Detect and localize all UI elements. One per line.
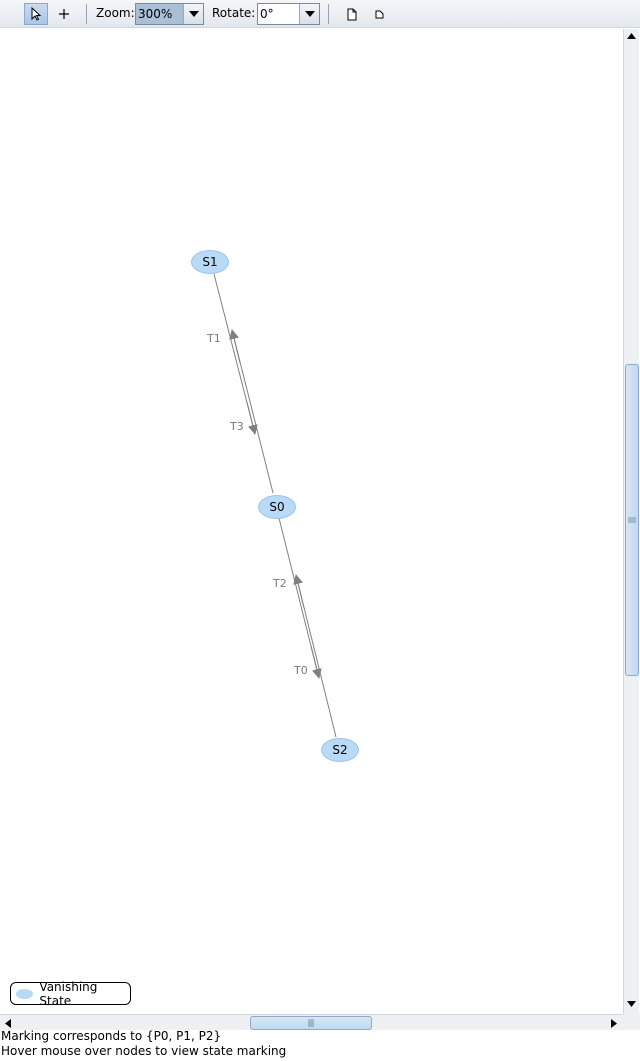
small-page-icon	[375, 10, 383, 19]
toolbar: Zoom: 300% Rotate: 0°	[0, 0, 640, 28]
edge-label-t2: T2	[273, 577, 287, 590]
edge-t1-arrow	[229, 329, 241, 364]
chevron-down-icon	[304, 11, 315, 17]
status-marking-text: Marking corresponds to {P0, P1, P2}	[1, 1029, 222, 1043]
zoom-combobox[interactable]: 300%	[135, 3, 204, 25]
zoom-label: Zoom:	[96, 6, 135, 20]
legend: Vanishing State	[10, 979, 131, 1008]
legend-label: Vanishing State	[39, 979, 98, 1008]
edge-label-t3: T3	[230, 420, 244, 433]
state-node-s1[interactable]: S1	[191, 250, 229, 274]
pointer-arrow-icon	[31, 7, 42, 21]
toolbar-separator	[328, 4, 329, 24]
chevron-up-icon	[627, 33, 636, 39]
edges-layer	[213, 273, 337, 738]
state-node-label: S2	[332, 743, 348, 757]
scroll-up-button[interactable]	[624, 29, 639, 43]
edge-t3-arrow	[246, 401, 258, 435]
chevron-down-icon	[188, 11, 199, 17]
edge-t0-arrow	[310, 645, 322, 679]
state-node-s0[interactable]: S0	[258, 495, 296, 519]
horizontal-scrollbar[interactable]	[0, 1014, 623, 1030]
scroll-down-button[interactable]	[624, 997, 639, 1011]
vanishing-state-swatch-icon	[16, 988, 34, 999]
zoom-dropdown-button[interactable]	[183, 4, 203, 24]
vertical-scrollbar[interactable]	[623, 29, 639, 1014]
rotate-combobox[interactable]: 0°	[257, 3, 320, 25]
state-node-s2[interactable]: S2	[321, 738, 359, 762]
chevron-left-icon	[4, 1018, 11, 1028]
select-tool-button[interactable]	[24, 3, 48, 25]
edge-t2-arrow	[293, 574, 305, 609]
scroll-right-button[interactable]	[606, 1016, 621, 1030]
edge-label-t1: T1	[207, 332, 221, 345]
status-hint-text: Hover mouse over nodes to view state mar…	[1, 1044, 287, 1058]
toolbar-separator	[86, 4, 87, 24]
state-node-label: S0	[269, 500, 285, 514]
zoom-value[interactable]: 300%	[136, 4, 183, 24]
chevron-down-icon	[627, 1001, 636, 1007]
scrollbar-corner	[623, 1014, 640, 1030]
export-small-button[interactable]	[367, 3, 391, 25]
graph-canvas[interactable]: T1 T3 T2 T0 S1 S0 S2 Vanishing State	[0, 29, 623, 1014]
add-tool-button[interactable]	[52, 3, 76, 25]
scroll-left-button[interactable]	[0, 1016, 15, 1030]
vertical-scroll-thumb[interactable]	[625, 364, 639, 676]
state-node-label: S1	[202, 255, 218, 269]
grip-icon	[308, 1019, 314, 1027]
export-button[interactable]	[340, 3, 364, 25]
page-icon	[347, 8, 357, 20]
grip-icon	[628, 517, 636, 523]
rotate-label: Rotate:	[212, 6, 256, 20]
plus-icon	[59, 9, 69, 19]
rotate-value[interactable]: 0°	[260, 7, 274, 21]
chevron-right-icon	[610, 1018, 617, 1028]
rotate-dropdown-button[interactable]	[299, 4, 319, 24]
edge-label-t0: T0	[294, 664, 308, 677]
horizontal-scroll-thumb[interactable]	[250, 1016, 372, 1030]
